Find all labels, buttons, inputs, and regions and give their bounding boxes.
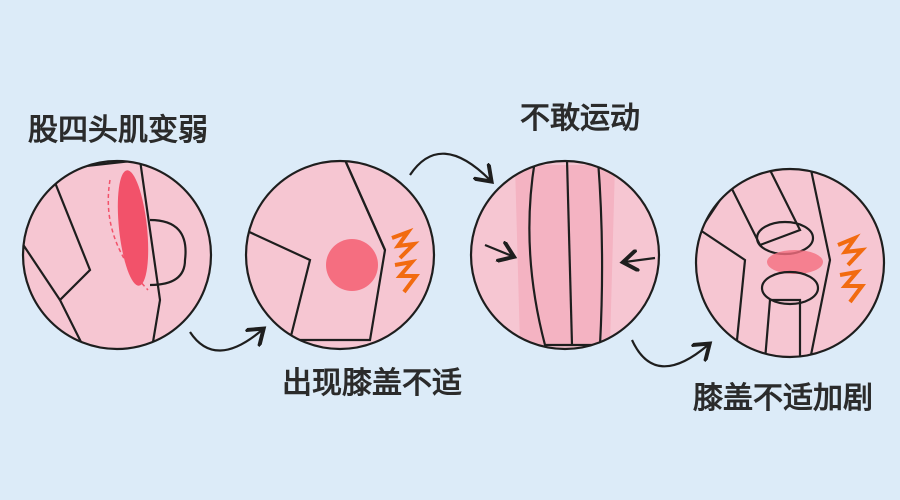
pain-bolt-icon [837,233,868,267]
avoid-exercise-illustration: 不敢运动 [469,101,661,351]
arrow-icon [189,330,262,352]
inflamed-joint [767,250,823,274]
arrow-icon [484,245,512,256]
arrow-icon [625,258,656,262]
pain-bolt-icon [391,227,420,260]
arrow-icon [409,152,490,180]
arrow-icon [631,339,708,368]
pain-bolt-icon [394,259,420,294]
step-2-label: 出现膝盖不适 [282,366,462,401]
step-1-label: 股四头肌变弱 [28,113,208,148]
inflammation-spot [326,239,378,291]
step-4-label: 膝盖不适加剧 [693,381,873,416]
weak-quadriceps-illustration: 股四头肌变弱 [21,113,213,351]
knee-discomfort-illustration: 出现膝盖不适 [244,159,462,401]
pain-bolt-icon [839,269,866,304]
worsening-knee-illustration: 膝盖不适加剧 [693,167,886,416]
tibia-bone [763,298,802,357]
weak-muscle-highlight [117,170,149,286]
step-3-label: 不敢运动 [520,101,640,136]
